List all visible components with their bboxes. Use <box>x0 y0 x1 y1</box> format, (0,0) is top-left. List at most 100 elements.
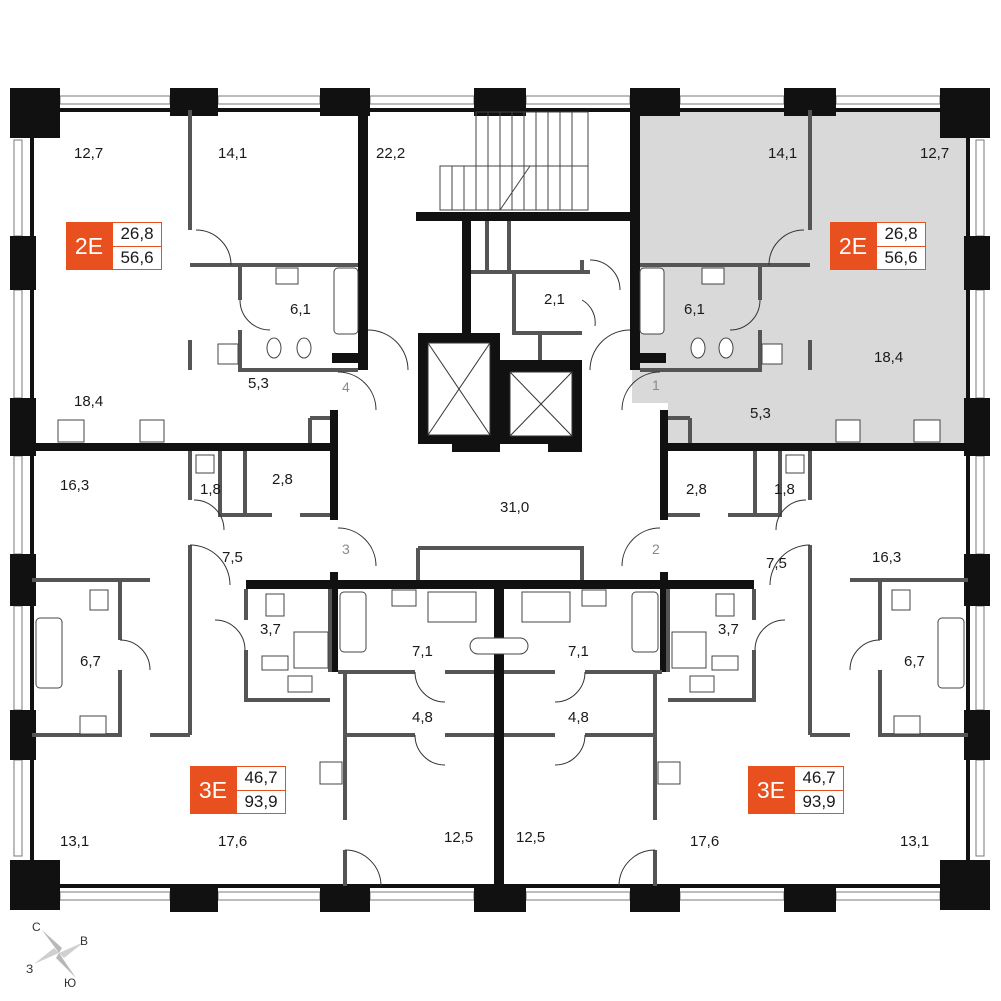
room-area: 17,6 <box>690 833 719 850</box>
total-area: 93,9 <box>802 791 836 811</box>
bidet-icon <box>296 337 312 359</box>
living-area: 26,8 <box>113 223 161 247</box>
total-area: 93,9 <box>244 791 278 811</box>
sink-icon <box>581 589 607 607</box>
room-area: 3,7 <box>260 621 281 638</box>
room-area: 5,3 <box>248 375 269 392</box>
sink-icon <box>79 715 107 735</box>
apartment-type: 2E <box>66 222 112 270</box>
apartment-areas: 26,8 56,6 <box>876 222 926 270</box>
room-area: 16,3 <box>60 477 89 494</box>
entrance-number: 4 <box>342 379 350 395</box>
sink-icon <box>893 715 921 735</box>
sink-icon <box>835 419 861 443</box>
total-area: 56,6 <box>884 247 918 267</box>
toilet-icon <box>265 593 285 617</box>
shower-icon <box>671 631 707 669</box>
room-area: 7,1 <box>412 643 433 660</box>
room-area: 6,7 <box>80 653 101 670</box>
compass-south: Ю <box>64 976 77 990</box>
stove-icon <box>57 419 85 443</box>
total-area: 56,6 <box>120 247 154 267</box>
room-area: 7,5 <box>222 549 243 566</box>
room-area: 17,6 <box>218 833 247 850</box>
sink-icon <box>711 655 739 671</box>
room-area: 2,8 <box>272 471 293 488</box>
bidet-icon <box>690 337 706 359</box>
room-area: 16,3 <box>872 549 901 566</box>
sink-icon <box>275 267 299 285</box>
toilet-icon <box>266 337 282 359</box>
washer-icon <box>761 343 783 365</box>
room-area: 4,8 <box>412 709 433 726</box>
bathtub-icon <box>339 591 367 653</box>
room-area: 1,8 <box>774 481 795 498</box>
room-area: 12,7 <box>920 145 949 162</box>
bathtub-icon <box>631 591 659 653</box>
room-area: 5,3 <box>750 405 771 422</box>
living-area: 46,7 <box>237 767 285 791</box>
room-area: 7,5 <box>766 555 787 572</box>
room-area: 6,1 <box>290 301 311 318</box>
toilet-icon <box>89 589 109 611</box>
elevator-cross <box>427 342 573 437</box>
compass-north: С <box>32 920 41 934</box>
apartment-badge-br[interactable]: 3E 46,7 93,9 <box>748 766 844 814</box>
sink-icon <box>701 267 725 285</box>
room-area: 31,0 <box>500 499 529 516</box>
apartment-type: 3E <box>190 766 236 814</box>
room-labels: 12,7 14,1 22,2 14,1 12,7 6,1 2,1 6,1 5,3… <box>60 145 949 850</box>
highlighted-apartment[interactable] <box>632 111 968 444</box>
room-area: 1,8 <box>200 481 221 498</box>
compass-star-icon <box>34 930 84 978</box>
room-area: 22,2 <box>376 145 405 162</box>
apartment-type: 2E <box>830 222 876 270</box>
room-area: 6,1 <box>684 301 705 318</box>
apartment-areas: 26,8 56,6 <box>112 222 162 270</box>
room-area: 14,1 <box>768 145 797 162</box>
bathtub-icon <box>333 267 359 335</box>
sink-icon <box>391 589 417 607</box>
staircase <box>439 111 589 211</box>
sink-icon <box>689 675 715 693</box>
apartment-badge-bl[interactable]: 3E 46,7 93,9 <box>190 766 286 814</box>
apartment-badge-tl[interactable]: 2E 26,8 56,6 <box>66 222 162 270</box>
shower-icon <box>521 591 571 623</box>
apartment-badge-tr[interactable]: 2E 26,8 56,6 <box>830 222 926 270</box>
door-swings <box>119 229 881 887</box>
entrance-labels: 1 2 3 4 <box>342 377 660 557</box>
room-area: 12,5 <box>516 829 545 846</box>
compass-east: В <box>80 934 89 948</box>
fixtures <box>35 267 965 785</box>
stove-icon <box>913 419 941 443</box>
bathtub-icon <box>639 267 665 335</box>
living-area: 46,7 <box>795 767 843 791</box>
room-area: 18,4 <box>74 393 103 410</box>
apartment-areas: 46,7 93,9 <box>794 766 844 814</box>
room-area: 6,7 <box>904 653 925 670</box>
compass-west: З <box>26 962 34 976</box>
washer-icon <box>785 454 805 474</box>
room-area: 3,7 <box>718 621 739 638</box>
room-area: 12,5 <box>444 829 473 846</box>
room-area: 13,1 <box>60 833 89 850</box>
entrance-number: 3 <box>342 541 350 557</box>
room-area: 2,8 <box>686 481 707 498</box>
pillars <box>10 88 990 912</box>
living-area: 26,8 <box>877 223 925 247</box>
washer-icon <box>195 454 215 474</box>
room-area: 2,1 <box>544 291 565 308</box>
stove-icon <box>657 761 681 785</box>
room-area: 4,8 <box>568 709 589 726</box>
entrance-number: 1 <box>652 377 660 393</box>
room-area: 18,4 <box>874 349 903 366</box>
sink-icon <box>139 419 165 443</box>
apartment-areas: 46,7 93,9 <box>236 766 286 814</box>
shower-icon <box>427 591 477 623</box>
washer-icon <box>217 343 239 365</box>
room-area: 13,1 <box>900 833 929 850</box>
toilet-icon <box>469 637 529 655</box>
toilet-icon <box>718 337 734 359</box>
bathtub-icon <box>35 617 63 689</box>
